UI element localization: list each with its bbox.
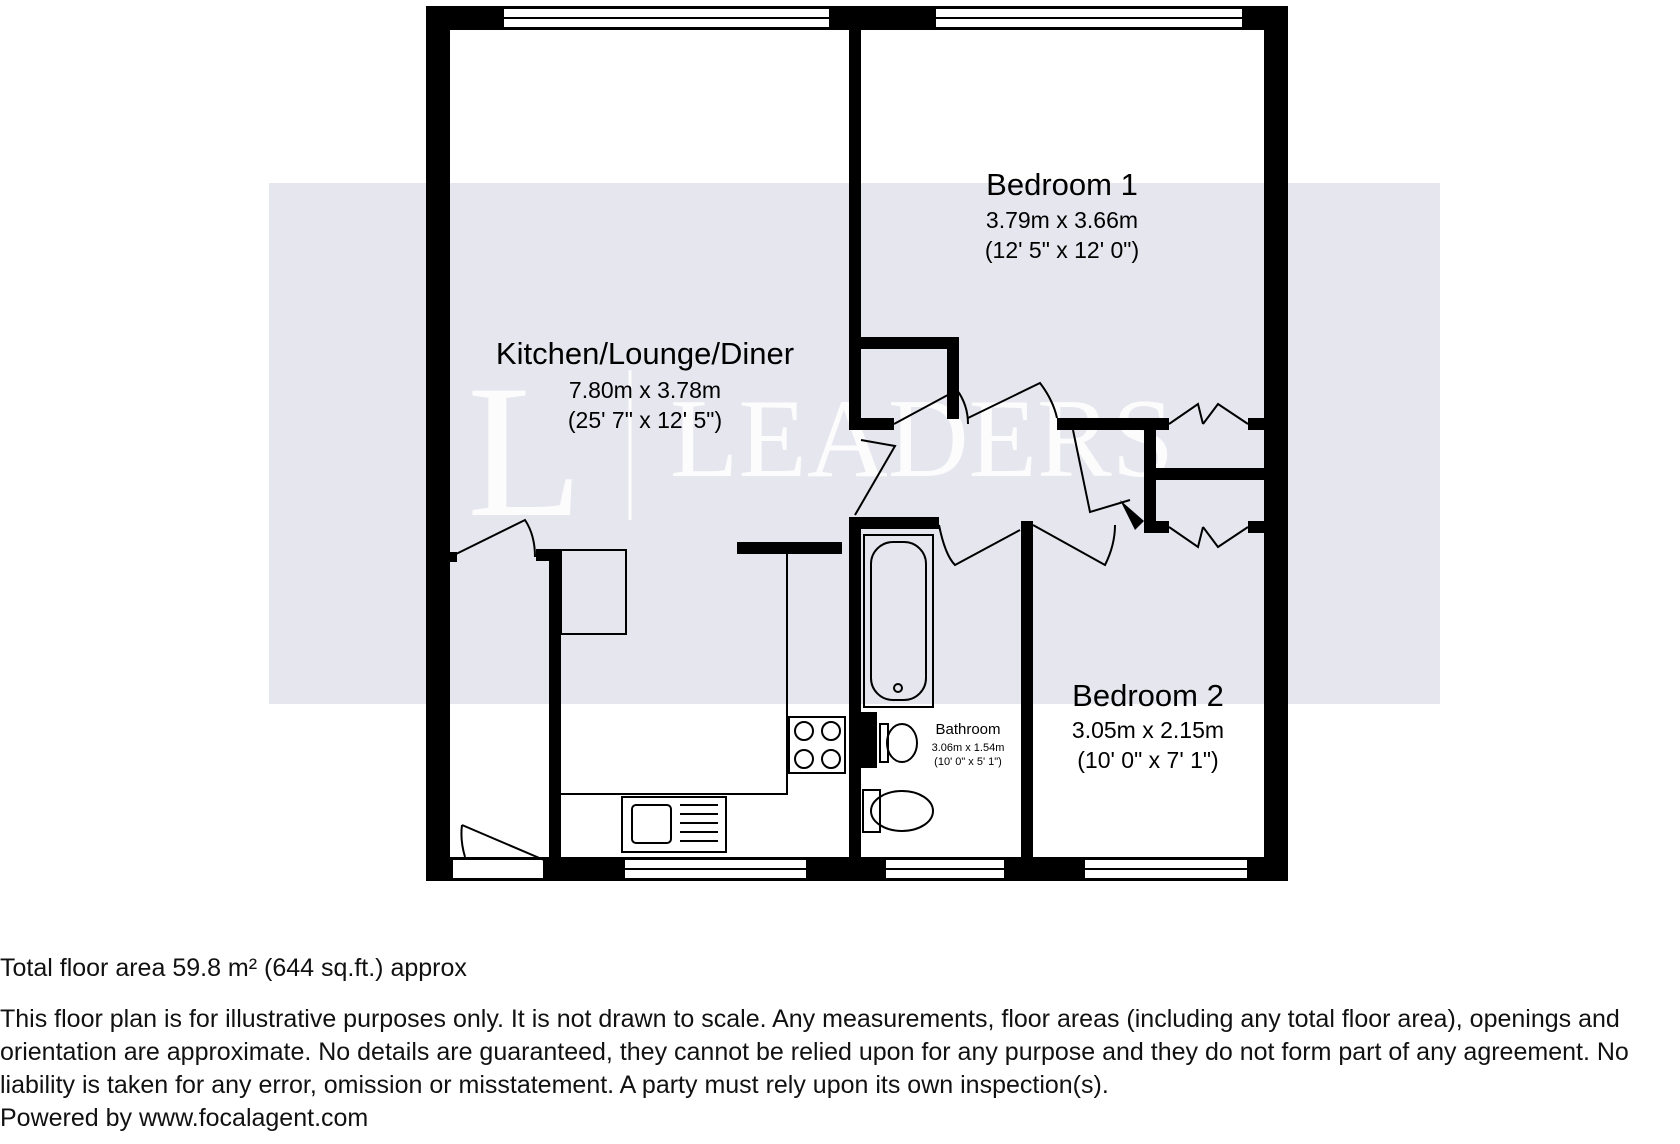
windows <box>451 7 1249 880</box>
room-dimensions-metric: 3.79m x 3.66m <box>986 207 1138 233</box>
room-dimensions-metric: 3.05m x 2.15m <box>1072 717 1224 743</box>
footer: Total floor area 59.8 m² (644 sq.ft.) ap… <box>0 952 1678 1135</box>
room-name: Bedroom 1 <box>986 167 1138 202</box>
room-dimensions-metric: 7.80m x 3.78m <box>569 377 721 403</box>
watermark-logo: L LEADERS <box>467 347 1174 557</box>
powered-by: Powered by www.focalagent.com <box>0 1104 369 1132</box>
door-hinge <box>1120 500 1144 530</box>
room-name: Bathroom <box>935 721 1000 738</box>
disclaimer: This floor plan is for illustrative purp… <box>0 1005 1629 1099</box>
interior-walls <box>536 30 1264 857</box>
room-dimensions-imperial: (10' 0" x 7' 1") <box>1077 747 1218 773</box>
room-dimensions-imperial: (10' 0" x 5' 1") <box>934 756 1002 768</box>
room-name: Kitchen/Lounge/Diner <box>496 336 794 371</box>
kitchen-fixtures <box>560 549 846 853</box>
doors <box>449 381 1249 861</box>
svg-text:L: L <box>467 347 583 557</box>
room-name: Bedroom 2 <box>1072 678 1224 713</box>
room-label-bedroom-1: Bedroom 1 3.79m x 3.66m (12' 5" x 12' 0"… <box>985 167 1139 263</box>
room-dimensions-metric: 3.06m x 1.54m <box>932 742 1005 754</box>
floor-plan: L LEADERS <box>269 6 1440 881</box>
total-floor-area: Total floor area 59.8 m² (644 sq.ft.) ap… <box>0 954 467 982</box>
room-dimensions-imperial: (12' 5" x 12' 0") <box>985 237 1139 263</box>
bathroom-fixtures <box>862 534 934 833</box>
room-label-bathroom: Bathroom 3.06m x 1.54m (10' 0" x 5' 1") <box>932 721 1005 768</box>
svg-text:LEADERS: LEADERS <box>670 377 1174 501</box>
room-dimensions-imperial: (25' 7" x 12' 5") <box>568 407 722 433</box>
room-label-bedroom-2: Bedroom 2 3.05m x 2.15m (10' 0" x 7' 1") <box>1072 678 1224 773</box>
room-label-kitchen: Kitchen/Lounge/Diner 7.80m x 3.78m (25' … <box>496 336 794 433</box>
